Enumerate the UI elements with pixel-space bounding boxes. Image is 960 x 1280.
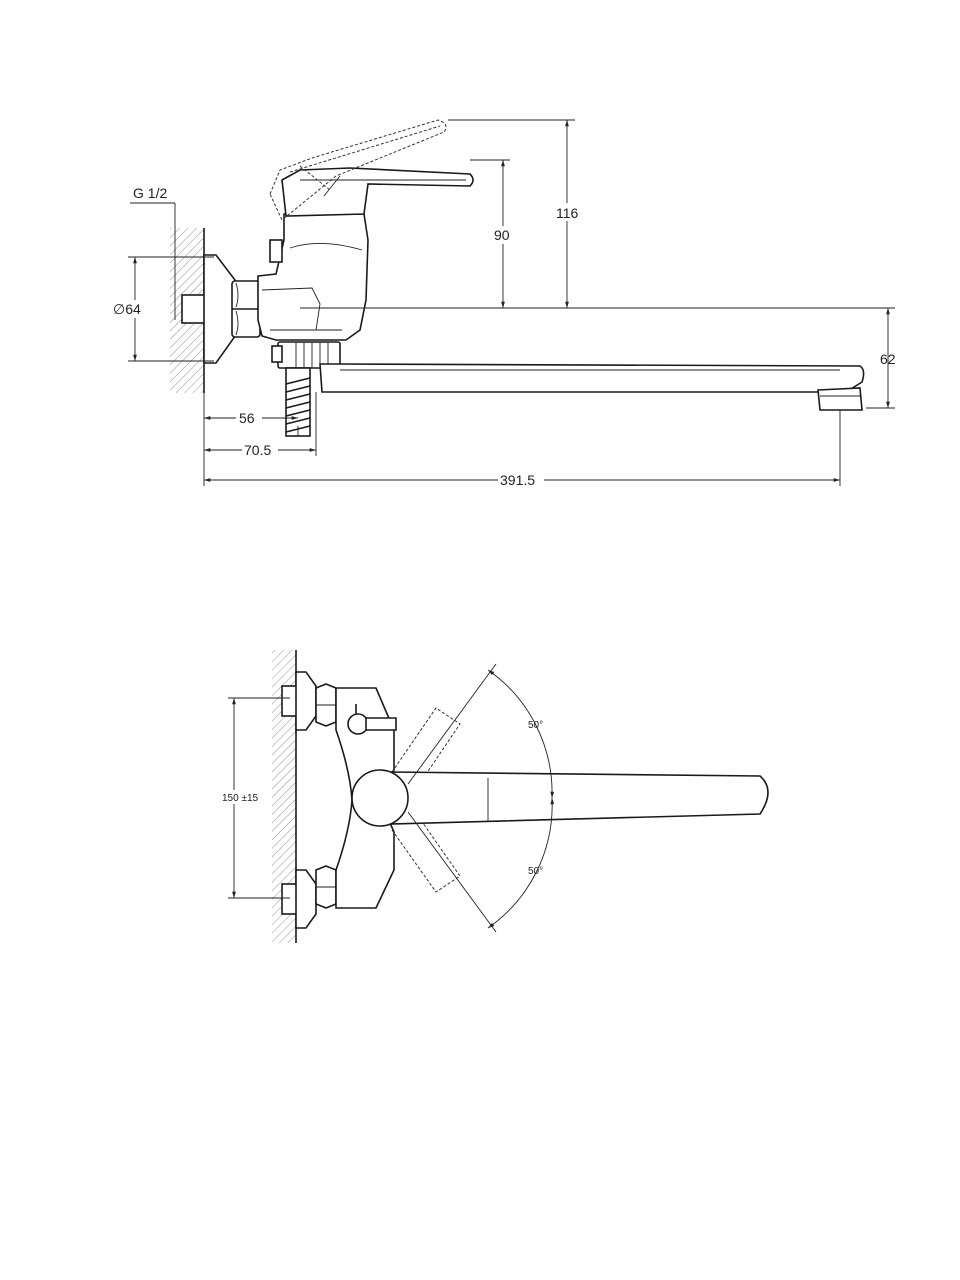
angle-upper-label: 50° <box>528 720 543 731</box>
dim-116-label: 116 <box>556 205 579 221</box>
dim-70-5-label: 70.5 <box>244 442 271 458</box>
diameter-dimension: ∅64 <box>112 256 214 362</box>
dimension-70-5: 70.5 <box>204 441 316 458</box>
diameter-label: ∅64 <box>113 301 141 317</box>
angle-lower-label: 50° <box>528 866 543 877</box>
hose-outlet <box>285 367 311 437</box>
diverter-knob-top <box>347 704 397 735</box>
thread-callout: G 1/2 <box>130 185 176 320</box>
dim-62-label: 62 <box>880 351 896 367</box>
dimension-62: 62 <box>866 308 896 409</box>
lever-handle-open-position <box>269 119 447 221</box>
connection-nut <box>231 280 261 338</box>
handle-top <box>351 769 769 827</box>
dimension-116: 116 <box>448 119 582 308</box>
center-distance-label: 150 ±15 <box>222 793 259 804</box>
dimension-90: 90 <box>470 159 518 308</box>
lever-handle <box>281 167 474 217</box>
top-view: 50° 50° 150 ±15 <box>220 650 769 943</box>
diverter <box>271 341 341 369</box>
dimension-391-5: 391.5 <box>204 471 840 488</box>
thread-label: G 1/2 <box>133 185 167 201</box>
dim-56-label: 56 <box>239 410 255 426</box>
spout <box>319 363 865 411</box>
dimension-56: 56 <box>204 409 298 426</box>
side-view: G 1/2 ∅64 <box>112 119 896 488</box>
dim-391-5-label: 391.5 <box>500 472 535 488</box>
lower-connection <box>281 865 337 929</box>
handle-rotated-positions <box>391 707 461 893</box>
mixer-body <box>257 213 369 341</box>
center-distance-dimension: 150 ±15 <box>220 697 290 899</box>
dim-90-label: 90 <box>494 227 510 243</box>
angle-arcs: 50° 50° <box>407 663 555 933</box>
wall-pipe <box>181 294 207 324</box>
